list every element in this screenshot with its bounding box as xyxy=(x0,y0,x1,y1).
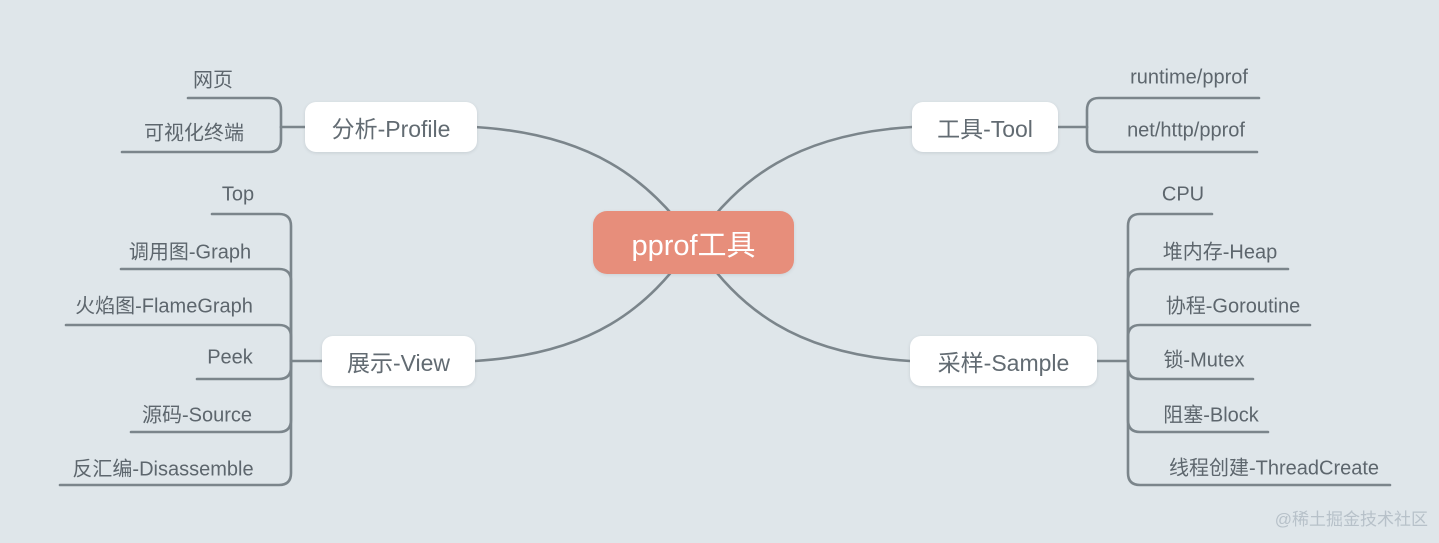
leaf-goroutine: 协程-Goroutine xyxy=(1165,295,1301,318)
underline-net-http-pprof xyxy=(1085,125,1259,154)
leaf-source: 源码-Source xyxy=(141,404,253,427)
leaf-cpu: CPU xyxy=(1161,183,1205,206)
underline-goroutine xyxy=(1126,323,1312,363)
underline-disassemble xyxy=(58,359,293,487)
underline-cpu xyxy=(1126,212,1214,363)
branch-node-tool: 工具-Tool xyxy=(912,102,1058,152)
root-node-pprof: pprof工具 xyxy=(593,211,794,274)
leaf-disassemble: 反汇编-Disassemble xyxy=(72,458,254,481)
leaf-flamegraph: 火焰图-FlameGraph xyxy=(75,295,253,318)
leaf-peek: Peek xyxy=(207,346,253,369)
branch-node-sample: 采样-Sample xyxy=(910,336,1097,386)
leaf-runtime-pprof: runtime/pprof xyxy=(1130,66,1248,89)
leaf-heap: 堆内存-Heap xyxy=(1162,241,1278,264)
underline-top xyxy=(210,212,293,363)
watermark-juejin: @稀土掘金技术社区 xyxy=(1274,510,1428,529)
underline-runtime-pprof xyxy=(1085,96,1261,129)
leaf-graph: 调用图-Graph xyxy=(128,241,252,264)
leaf-web: 网页 xyxy=(193,69,233,92)
underline-graph xyxy=(119,267,293,363)
underline-flamegraph xyxy=(64,323,293,363)
branch-node-view: 展示-View xyxy=(322,336,475,386)
underline-threadcreate xyxy=(1126,359,1392,487)
leaf-mutex: 锁-Mutex xyxy=(1163,349,1245,372)
underline-visual-terminal xyxy=(120,125,283,154)
leaf-threadcreate: 线程创建-ThreadCreate xyxy=(1168,457,1380,480)
leaf-visual-terminal: 可视化终端 xyxy=(144,122,244,145)
underline-heap xyxy=(1126,267,1290,363)
branch-node-profile: 分析-Profile xyxy=(305,102,477,152)
leaf-top: Top xyxy=(221,183,255,206)
leaf-block: 阻塞-Block xyxy=(1163,404,1259,427)
leaf-net-http-pprof: net/http/pprof xyxy=(1127,119,1245,142)
underline-web xyxy=(186,96,283,129)
